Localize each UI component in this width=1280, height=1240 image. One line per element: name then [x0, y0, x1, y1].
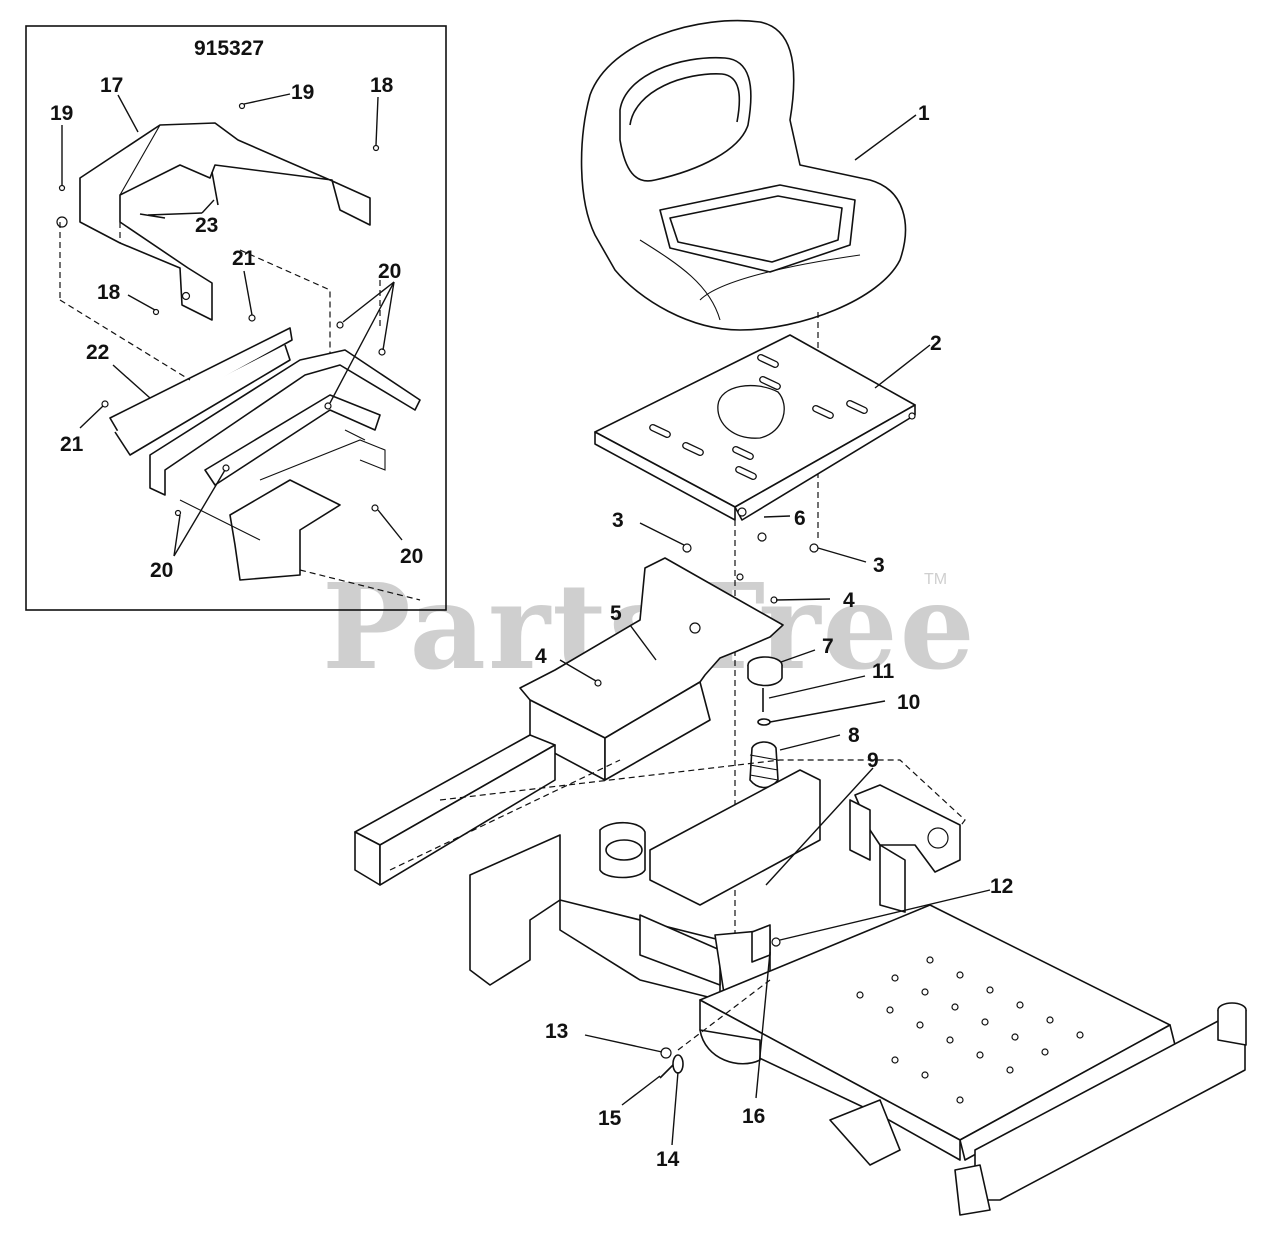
callout-1: 1: [918, 102, 930, 125]
callout-6: 6: [794, 507, 806, 530]
callout-23: 23: [195, 214, 218, 237]
callout-20-bottom-right: 20: [400, 545, 423, 568]
callout-8: 8: [848, 724, 860, 747]
part-5-bracket: [519, 557, 784, 781]
part-7-cap: [747, 656, 783, 687]
callout-22: 22: [86, 341, 109, 364]
callout-20-bottom-left: 20: [150, 559, 173, 582]
inset-title: 915327: [194, 37, 264, 60]
mower-frame: [354, 734, 966, 1001]
part-2-seat-plate: [594, 334, 916, 521]
callout-3-left: 3: [612, 509, 624, 532]
callout-13: 13: [545, 1020, 568, 1043]
watermark-trademark: TM: [924, 571, 947, 588]
part-1-seat: [580, 19, 907, 331]
callout-19-left: 19: [50, 102, 73, 125]
callout-12: 12: [990, 875, 1013, 898]
callout-21-left: 21: [60, 433, 84, 456]
callout-16: 16: [742, 1105, 765, 1128]
callout-14: 14: [656, 1148, 680, 1171]
callout-15: 15: [598, 1107, 622, 1130]
footrest-plate: [699, 904, 1247, 1216]
inset-border: [25, 25, 447, 611]
part-17-bracket: [56, 122, 371, 321]
callout-17: 17: [100, 74, 123, 97]
inset-panel: 915327: [25, 25, 447, 611]
callout-2: 2: [930, 332, 942, 355]
callout-4-right: 4: [843, 589, 855, 612]
part-22-plate: [109, 327, 293, 456]
callout-19-top: 19: [291, 81, 314, 104]
callout-5: 5: [610, 602, 622, 625]
inset-frame: [59, 222, 421, 601]
callout-7: 7: [822, 635, 834, 658]
callout-3-right: 3: [873, 554, 885, 577]
callout-18-top: 18: [370, 74, 394, 97]
callout-10: 10: [897, 691, 920, 714]
callout-21-top: 21: [232, 247, 256, 270]
callout-4-left: 4: [535, 645, 547, 668]
callout-9: 9: [867, 749, 879, 772]
part-8-spring: [749, 741, 779, 789]
callout-18-left: 18: [97, 281, 121, 304]
callout-11: 11: [872, 660, 895, 683]
callout-20-top: 20: [378, 260, 401, 283]
footrest-holes: [856, 956, 1084, 1104]
